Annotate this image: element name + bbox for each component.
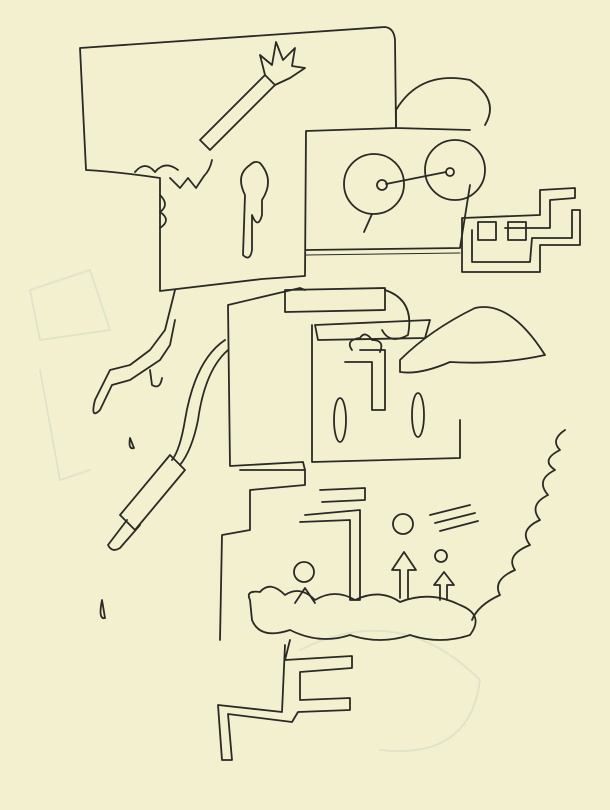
shell [381, 289, 411, 340]
cloud-puff [348, 333, 383, 353]
right-target [424, 139, 486, 201]
skull-icon [293, 561, 315, 583]
arrow-up [391, 551, 417, 599]
bottom-edge-ticks [305, 252, 461, 256]
audio-jack-plug [107, 454, 186, 551]
stair-pipe [461, 187, 581, 273]
skull-icon [434, 549, 448, 563]
cloud-base [247, 585, 477, 641]
left-target [343, 153, 405, 215]
connector [363, 171, 447, 233]
left-target-center [376, 179, 388, 191]
wavy-line [471, 429, 566, 621]
ink-drawing [29, 26, 581, 761]
hatched-box [507, 221, 527, 241]
bottom-stair-pipe [217, 639, 353, 761]
leaf [333, 397, 347, 443]
drips [92, 289, 176, 415]
triangle [294, 587, 316, 604]
ghost-show-through [29, 269, 481, 752]
teeth [134, 159, 213, 189]
drop [99, 437, 135, 620]
horn [399, 306, 546, 374]
hatched-box [477, 221, 497, 241]
leaf [411, 392, 425, 438]
top-block [79, 26, 397, 292]
torch [199, 41, 306, 151]
audio-jack-cable [171, 339, 229, 466]
scallop [159, 194, 167, 229]
skull-icon [392, 513, 414, 535]
drop-shape [240, 160, 269, 259]
right-block [305, 77, 491, 251]
speed-lines [429, 504, 479, 532]
arrow-up [433, 571, 455, 601]
